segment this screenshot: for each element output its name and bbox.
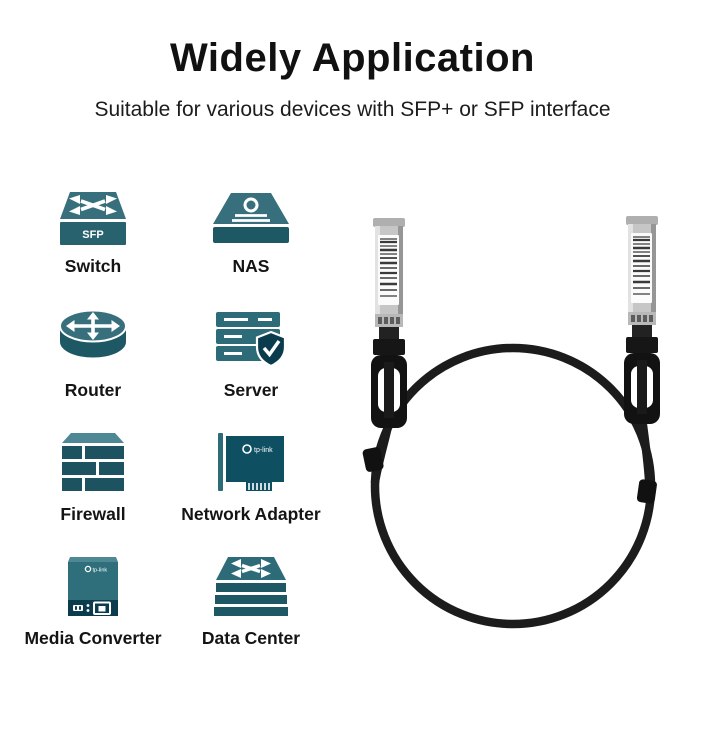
tp-link-logo: tp-link xyxy=(242,444,273,454)
device-label: Media Converter xyxy=(24,628,162,648)
sfp-connector-right xyxy=(624,216,660,424)
drive-circle xyxy=(243,197,259,213)
firewall-bricks xyxy=(62,446,124,491)
device-label: Router xyxy=(64,380,122,400)
device-label: Firewall xyxy=(60,504,126,524)
device-data-center: Data Center xyxy=(172,552,330,676)
nas-top xyxy=(213,193,289,224)
router-icon xyxy=(59,309,127,358)
firewall-lid xyxy=(62,433,124,443)
firewall-icon xyxy=(62,433,124,491)
device-network-adapter: tp-link Network Adapter xyxy=(172,428,330,552)
barcode-lines xyxy=(380,238,397,297)
tp-link-wordmark: tp-link xyxy=(254,447,273,454)
nas-icon xyxy=(213,193,289,243)
four-way-arrows-icon xyxy=(66,312,120,340)
device-switch: SFP Switch xyxy=(14,180,172,304)
device-label: Switch xyxy=(64,256,122,276)
rj45-port-icon xyxy=(93,601,111,615)
led-block xyxy=(73,605,83,611)
stack-slabs xyxy=(214,583,288,616)
cable-tie xyxy=(636,479,657,504)
cable-loop xyxy=(370,343,656,629)
device-label: Data Center xyxy=(201,628,301,648)
cable-tie xyxy=(362,447,384,472)
pci-bracket xyxy=(218,433,223,491)
converter-lid xyxy=(68,557,118,562)
network-adapter-icon: tp-link xyxy=(218,433,284,491)
device-firewall: Firewall xyxy=(14,428,172,552)
device-nas: NAS xyxy=(172,180,330,304)
nas-front xyxy=(213,227,289,243)
tp-link-wordmark: tp-link xyxy=(93,568,108,574)
card-pins xyxy=(246,482,272,491)
device-media-converter: tp-link Media Converter xyxy=(14,552,172,676)
data-center-icon xyxy=(214,557,288,616)
crossing-arrows-icon xyxy=(69,195,117,215)
adapter-card xyxy=(226,436,284,482)
device-grid: SFP Switch NAS xyxy=(14,180,330,676)
device-label: Network Adapter xyxy=(181,504,321,524)
crossing-arrows-icon xyxy=(231,559,271,578)
led-dot xyxy=(86,604,90,607)
barcode-label xyxy=(378,235,399,305)
media-converter-icon: tp-link xyxy=(68,557,118,616)
device-label: NAS xyxy=(232,256,270,276)
page-title: Widely Application xyxy=(170,36,535,80)
dac-cable-photo xyxy=(362,216,660,629)
server-icon xyxy=(216,312,287,368)
led-dot xyxy=(86,609,90,612)
switch-icon: SFP xyxy=(60,192,126,245)
device-label: Server xyxy=(223,380,279,400)
tp-link-logo: tp-link xyxy=(84,565,108,574)
sfp-badge-label: SFP xyxy=(82,229,103,241)
barcode-lines xyxy=(633,236,650,295)
sfp-connector-left xyxy=(371,218,407,428)
switch-front xyxy=(60,222,126,245)
barcode-label xyxy=(631,233,652,303)
device-router: Router xyxy=(14,304,172,428)
checkmark-icon xyxy=(262,340,281,358)
device-server: Server xyxy=(172,304,330,428)
page-subtitle: Suitable for various devices with SFP+ o… xyxy=(94,98,611,121)
converter-body xyxy=(68,562,118,600)
